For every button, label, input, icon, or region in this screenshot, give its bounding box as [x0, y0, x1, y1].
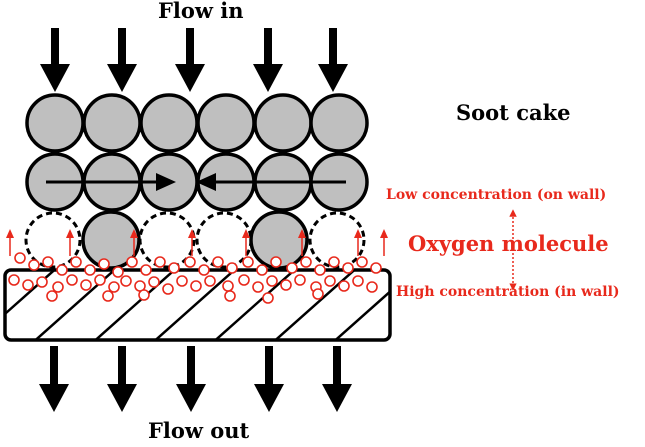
oxygen-molecule-ring [102, 290, 114, 302]
flow-out-arrows [39, 346, 352, 412]
oxygen-molecule-ring [70, 256, 82, 268]
oxygen-molecule-ring [168, 262, 180, 274]
oxygen-molecule-ring [190, 280, 202, 292]
oxygen-molecule-label: Oxygen molecule [408, 231, 609, 256]
oxygen-molecule-ring [356, 256, 368, 268]
oxygen-molecule-ring [84, 264, 96, 276]
soot-particle [309, 93, 369, 153]
oxygen-molecule-ring [138, 289, 150, 301]
lateral-flow-arrows [46, 173, 346, 191]
oxygen-molecule-ring [342, 262, 354, 274]
oxygen-molecule-ring [140, 264, 152, 276]
oxygen-molecule-ring [94, 274, 106, 286]
flow-out-arrow [39, 346, 69, 412]
flow-out-arrow [107, 346, 137, 412]
oxygen-molecule-ring [66, 274, 78, 286]
flow-out-label: Flow out [148, 418, 250, 443]
oxygen-molecule-ring [222, 280, 234, 292]
flow-in-label: Flow in [158, 0, 244, 23]
low-concentration-label: Low concentration (on wall) [386, 187, 607, 203]
oxidized-sites [24, 211, 366, 269]
oxygen-molecule-ring [294, 274, 306, 286]
oxygen-molecule-ring [98, 258, 110, 270]
oxygen-molecule-ring [204, 275, 216, 287]
oxygen-molecule-ring [314, 264, 326, 276]
oxygen-molecule-ring [366, 281, 378, 293]
oxygen-molecule-ring [324, 275, 336, 287]
oxidized-soot-site [308, 211, 366, 269]
oxygen-molecule-ring [312, 288, 324, 300]
oxygen-molecule-ring [162, 283, 174, 295]
oxygen-molecule-ring [42, 256, 54, 268]
oxygen-molecule-ring [112, 266, 124, 278]
oxygen-molecule-ring [286, 262, 298, 274]
flow-in-arrows [40, 28, 348, 92]
oxygen-molecule-ring [270, 256, 282, 268]
flow-in-arrow [175, 28, 205, 92]
oxygen-molecule-ring [226, 262, 238, 274]
oxygen-molecule-ring [14, 252, 26, 264]
oxygen-molecule-ring [56, 264, 68, 276]
oxidized-soot-site [24, 211, 82, 269]
oxygen-molecule-ring [120, 275, 132, 287]
oxidized-soot-site [195, 211, 253, 269]
oxygen-molecule-ring [370, 262, 382, 274]
flow-in-arrow [318, 28, 348, 92]
soot-particle [196, 93, 256, 153]
oxygen-up-arrow [242, 229, 250, 256]
oxygen-molecule-ring [266, 275, 278, 287]
oxygen-up-arrow [354, 229, 362, 256]
flow-out-arrow [176, 346, 206, 412]
oxygen-molecule-ring [328, 256, 340, 268]
oxygen-up-arrow [380, 229, 388, 256]
oxidized-soot-site [138, 211, 196, 269]
oxygen-molecule-ring [352, 275, 364, 287]
oxygen-molecule-ring [80, 279, 92, 291]
soot-particle [253, 93, 313, 153]
oxygen-molecule-ring [300, 256, 312, 268]
soot-particle [25, 93, 85, 153]
oxygen-molecule-ring [212, 256, 224, 268]
flow-in-arrow [253, 28, 283, 92]
oxygen-up-arrow [188, 229, 196, 256]
oxygen-molecule-ring [8, 274, 20, 286]
flow-out-arrow [322, 346, 352, 412]
soot-particle [82, 93, 142, 153]
oxygen-molecule-ring [108, 281, 120, 293]
oxygen-molecule-ring [22, 279, 34, 291]
oxygen-molecule-ring [242, 256, 254, 268]
oxygen-up-arrow [130, 229, 138, 256]
oxygen-molecule-ring [184, 256, 196, 268]
oxygen-molecules [8, 252, 382, 304]
flow-out-arrow [254, 346, 284, 412]
oxygen-molecule-ring [148, 276, 160, 288]
oxygen-molecule-ring [252, 281, 264, 293]
flow-in-arrow [107, 28, 137, 92]
oxygen-up-arrow [6, 229, 14, 256]
oxygen-molecule-ring [28, 259, 40, 271]
flow-in-arrow [40, 28, 70, 92]
oxygen-molecule-ring [46, 290, 58, 302]
oxygen-molecule-ring [126, 256, 138, 268]
oxygen-molecule-ring [280, 279, 292, 291]
high-concentration-label: High concentration (in wall) [396, 284, 620, 300]
oxygen-molecule-ring [176, 275, 188, 287]
oxygen-molecule-ring [198, 264, 210, 276]
oxygen-molecule-ring [262, 292, 274, 304]
oxygen-molecule-ring [238, 274, 250, 286]
oxygen-molecule-ring [224, 290, 236, 302]
oxygen-diffusion-arrows [6, 229, 388, 256]
oxygen-molecule-ring [154, 256, 166, 268]
oxygen-up-arrow [298, 229, 306, 256]
oxygen-molecule-ring [52, 281, 64, 293]
oxygen-up-arrow [66, 229, 74, 256]
soot-cake-label: Soot cake [456, 100, 571, 125]
oxygen-molecule-ring [338, 280, 350, 292]
oxygen-molecule-ring [36, 276, 48, 288]
oxygen-molecule-ring [256, 264, 268, 276]
soot-particle [139, 93, 199, 153]
